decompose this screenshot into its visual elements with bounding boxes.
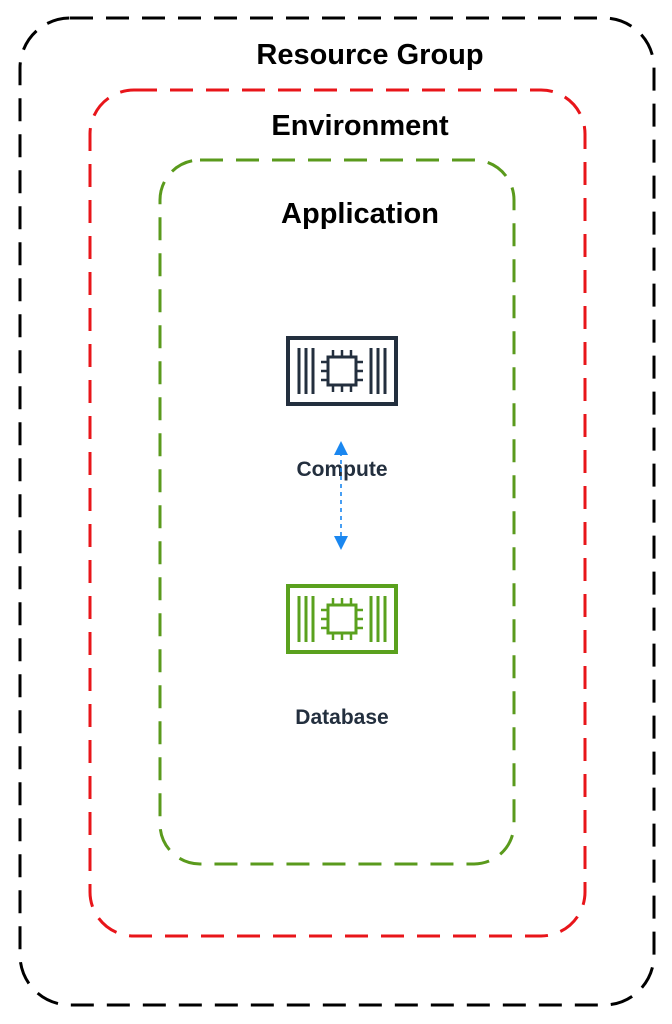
database-node[interactable]: Database (286, 584, 398, 729)
environment-container: Environment (88, 88, 587, 938)
application-title: Application (281, 198, 439, 230)
connector-arrowhead-down (334, 536, 348, 550)
resource-group-border (18, 16, 656, 1007)
compute-node[interactable]: Compute (286, 336, 398, 481)
compute-label: Compute (297, 458, 388, 481)
compute-chip-icon (286, 336, 398, 406)
database-chip-icon (286, 584, 398, 654)
connector-arrowhead-up (334, 441, 348, 455)
compute-database-connector (334, 441, 348, 550)
application-border (158, 158, 516, 866)
database-label: Database (295, 706, 388, 729)
resource-group-title: Resource Group (256, 39, 483, 71)
resource-group-container: Resource Group (18, 16, 656, 1007)
application-container: Application (158, 158, 516, 866)
environment-title: Environment (271, 110, 449, 142)
